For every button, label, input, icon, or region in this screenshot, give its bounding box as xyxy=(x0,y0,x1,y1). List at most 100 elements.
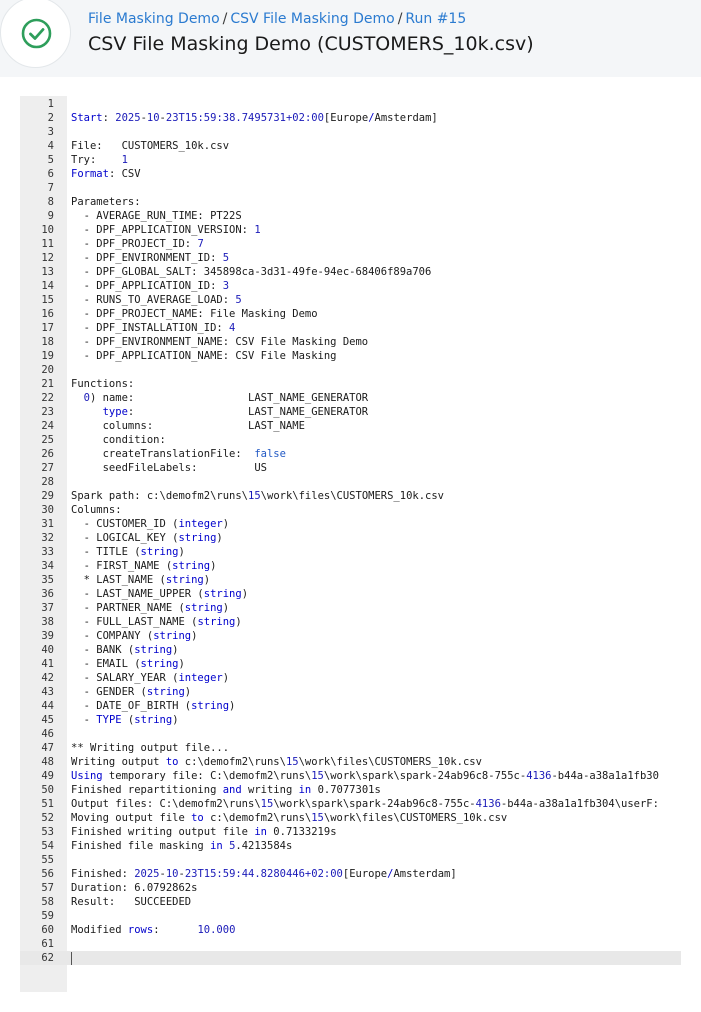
line-number: 25 xyxy=(41,434,54,446)
line-number: 3 xyxy=(47,126,54,138)
line-number: 24 xyxy=(41,420,54,432)
log-line: 9 - AVERAGE_RUN_TIME: PT22S xyxy=(20,209,681,223)
log-line: 17 - DPF_INSTALLATION_ID: 4 xyxy=(20,321,681,335)
line-number: 52 xyxy=(41,812,54,824)
line-text: Finished: 2025-10-23T15:59:44.8280446+02… xyxy=(71,868,457,880)
breadcrumb-separator: / xyxy=(222,11,228,27)
line-text: - CUSTOMER_ID (integer) xyxy=(71,518,230,530)
line-number: 26 xyxy=(41,448,54,460)
line-text: Finished file masking in 5.4213584s xyxy=(71,840,293,852)
log-line: 56 Finished: 2025-10-23T15:59:44.8280446+… xyxy=(20,867,681,881)
log-line: 15 - RUNS_TO_AVERAGE_LOAD: 5 xyxy=(20,293,681,307)
line-text: - TYPE (string) xyxy=(71,714,179,726)
line-text: columns: LAST_NAME xyxy=(71,420,305,432)
line-text: - DPF_GLOBAL_SALT: 345898ca-3d31-49fe-94… xyxy=(71,266,432,278)
line-number: 58 xyxy=(41,896,54,908)
line-number: 56 xyxy=(41,868,54,880)
line-number: 35 xyxy=(41,574,54,586)
log-line: 58 Result: SUCCEEDED xyxy=(20,895,681,909)
log-line: 40 - BANK (string) xyxy=(20,643,681,657)
line-text: Finished repartitioning and writing in 0… xyxy=(71,784,381,796)
line-text: - DPF_PROJECT_ID: 7 xyxy=(71,238,204,250)
log-line: 34 - FIRST_NAME (string) xyxy=(20,559,681,573)
line-text: createTranslationFile: false xyxy=(71,448,286,460)
line-number: 18 xyxy=(41,336,54,348)
text-cursor xyxy=(71,951,72,965)
line-text: seedFileLabels: US xyxy=(71,462,267,474)
line-number: 14 xyxy=(41,280,54,292)
log-line: 39 - COMPANY (string) xyxy=(20,629,681,643)
line-text: Finished writing output file in 0.713321… xyxy=(71,826,337,838)
line-number: 16 xyxy=(41,308,54,320)
line-text: - PARTNER_NAME (string) xyxy=(71,602,230,614)
line-number: 9 xyxy=(47,210,54,222)
log-line: 10 - DPF_APPLICATION_VERSION: 1 xyxy=(20,223,681,237)
log-line: 19 - DPF_APPLICATION_NAME: CSV File Mask… xyxy=(20,349,681,363)
line-number: 43 xyxy=(41,686,54,698)
line-number: 21 xyxy=(41,378,54,390)
log-line: 38 - FULL_LAST_NAME (string) xyxy=(20,615,681,629)
line-number: 13 xyxy=(41,266,54,278)
log-line: 27 seedFileLabels: US xyxy=(20,461,681,475)
line-number: 15 xyxy=(41,294,54,306)
line-number: 51 xyxy=(41,798,54,810)
log-line: 14 - DPF_APPLICATION_ID: 3 xyxy=(20,279,681,293)
log-line: 1 xyxy=(20,97,681,111)
line-number: 33 xyxy=(41,546,54,558)
line-text: - LOGICAL_KEY (string) xyxy=(71,532,223,544)
line-number: 11 xyxy=(41,238,54,250)
line-text: Try: 1 xyxy=(71,154,128,166)
log-line: 37 - PARTNER_NAME (string) xyxy=(20,601,681,615)
breadcrumb-item-run[interactable]: Run #15 xyxy=(405,11,467,27)
line-text: - FULL_LAST_NAME (string) xyxy=(71,616,242,628)
line-text: Result: SUCCEEDED xyxy=(71,896,192,908)
log-line: 61 xyxy=(20,937,681,951)
log-line: 28 xyxy=(20,475,681,489)
check-circle-icon xyxy=(21,18,52,49)
line-text: - FIRST_NAME (string) xyxy=(71,560,217,572)
log-line: 25 condition: xyxy=(20,433,681,447)
line-number: 5 xyxy=(47,154,54,166)
line-text: - DATE_OF_BIRTH (string) xyxy=(71,700,236,712)
log-line: 32 - LOGICAL_KEY (string) xyxy=(20,531,681,545)
breadcrumb-item-environment[interactable]: CSV File Masking Demo xyxy=(230,11,395,27)
line-text: Start: 2025-10-23T15:59:38.7495731+02:00… xyxy=(71,112,438,124)
line-number: 29 xyxy=(41,490,54,502)
log-line: 62 xyxy=(20,951,681,965)
log-line: 18 - DPF_ENVIRONMENT_NAME: CSV File Mask… xyxy=(20,335,681,349)
line-number: 46 xyxy=(41,728,54,740)
log-line: 42 - SALARY_YEAR (integer) xyxy=(20,671,681,685)
line-number: 55 xyxy=(41,854,54,866)
line-number: 40 xyxy=(41,644,54,656)
line-text: - COMPANY (string) xyxy=(71,630,198,642)
log-line: 12 - DPF_ENVIRONMENT_ID: 5 xyxy=(20,251,681,265)
line-number: 42 xyxy=(41,672,54,684)
line-text: - DPF_APPLICATION_NAME: CSV File Masking xyxy=(71,350,337,362)
line-text: - DPF_INSTALLATION_ID: 4 xyxy=(71,322,236,334)
line-number: 59 xyxy=(41,910,54,922)
log-line: 13 - DPF_GLOBAL_SALT: 345898ca-3d31-49fe… xyxy=(20,265,681,279)
line-number: 39 xyxy=(41,630,54,642)
line-number: 2 xyxy=(47,112,54,124)
log-line: 7 xyxy=(20,181,681,195)
line-number: 57 xyxy=(41,882,54,894)
line-number: 62 xyxy=(41,952,54,964)
line-number: 23 xyxy=(41,406,54,418)
line-text: Modified rows: 10.000 xyxy=(71,924,236,936)
log-line: 35 * LAST_NAME (string) xyxy=(20,573,681,587)
log-line: 44 - DATE_OF_BIRTH (string) xyxy=(20,699,681,713)
line-text: - AVERAGE_RUN_TIME: PT22S xyxy=(71,210,242,222)
line-number-gutter xyxy=(20,96,67,992)
breadcrumb-item-project[interactable]: File Masking Demo xyxy=(88,11,220,27)
line-text: - TITLE (string) xyxy=(71,546,185,558)
line-number: 12 xyxy=(41,252,54,264)
line-number: 45 xyxy=(41,714,54,726)
log-line: 20 xyxy=(20,363,681,377)
